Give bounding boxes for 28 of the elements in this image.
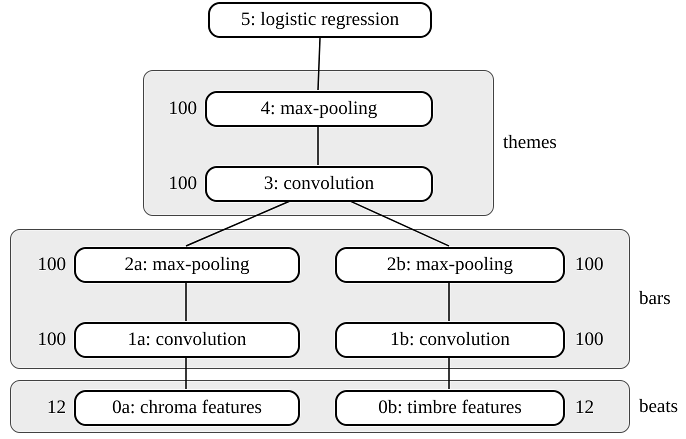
unit-count: 12	[575, 397, 595, 419]
unit-count: 100	[168, 173, 197, 195]
group-label: themes	[503, 132, 557, 154]
layer-box: 1b: convolution	[335, 322, 565, 358]
unit-count: 100	[575, 329, 604, 351]
unit-count: 100	[168, 98, 197, 120]
group-label: beats	[639, 396, 678, 418]
connector-line	[317, 126, 319, 165]
layer-box: 2b: max-pooling	[335, 247, 565, 283]
connector-line	[350, 200, 450, 247]
connector-line	[317, 38, 321, 90]
connector-line	[185, 357, 187, 389]
group-label: bars	[639, 288, 671, 310]
connector-line	[448, 282, 450, 321]
layer-box: 1a: convolution	[74, 322, 300, 358]
layer-box: 2a: max-pooling	[74, 247, 300, 283]
layer-box: 3: convolution	[205, 166, 433, 202]
connector-line	[448, 357, 450, 389]
layer-box: 0a: chroma features	[74, 390, 300, 426]
layer-box: 4: max-pooling	[205, 91, 433, 127]
unit-count: 100	[36, 329, 66, 351]
unit-count: 12	[46, 397, 66, 419]
unit-count: 100	[36, 254, 66, 276]
layer-box: 0b: timbre features	[335, 390, 565, 426]
unit-count: 100	[575, 254, 604, 276]
connector-line	[186, 200, 290, 247]
layer-box: 5: logistic regression	[208, 2, 432, 38]
connector-line	[185, 282, 187, 321]
